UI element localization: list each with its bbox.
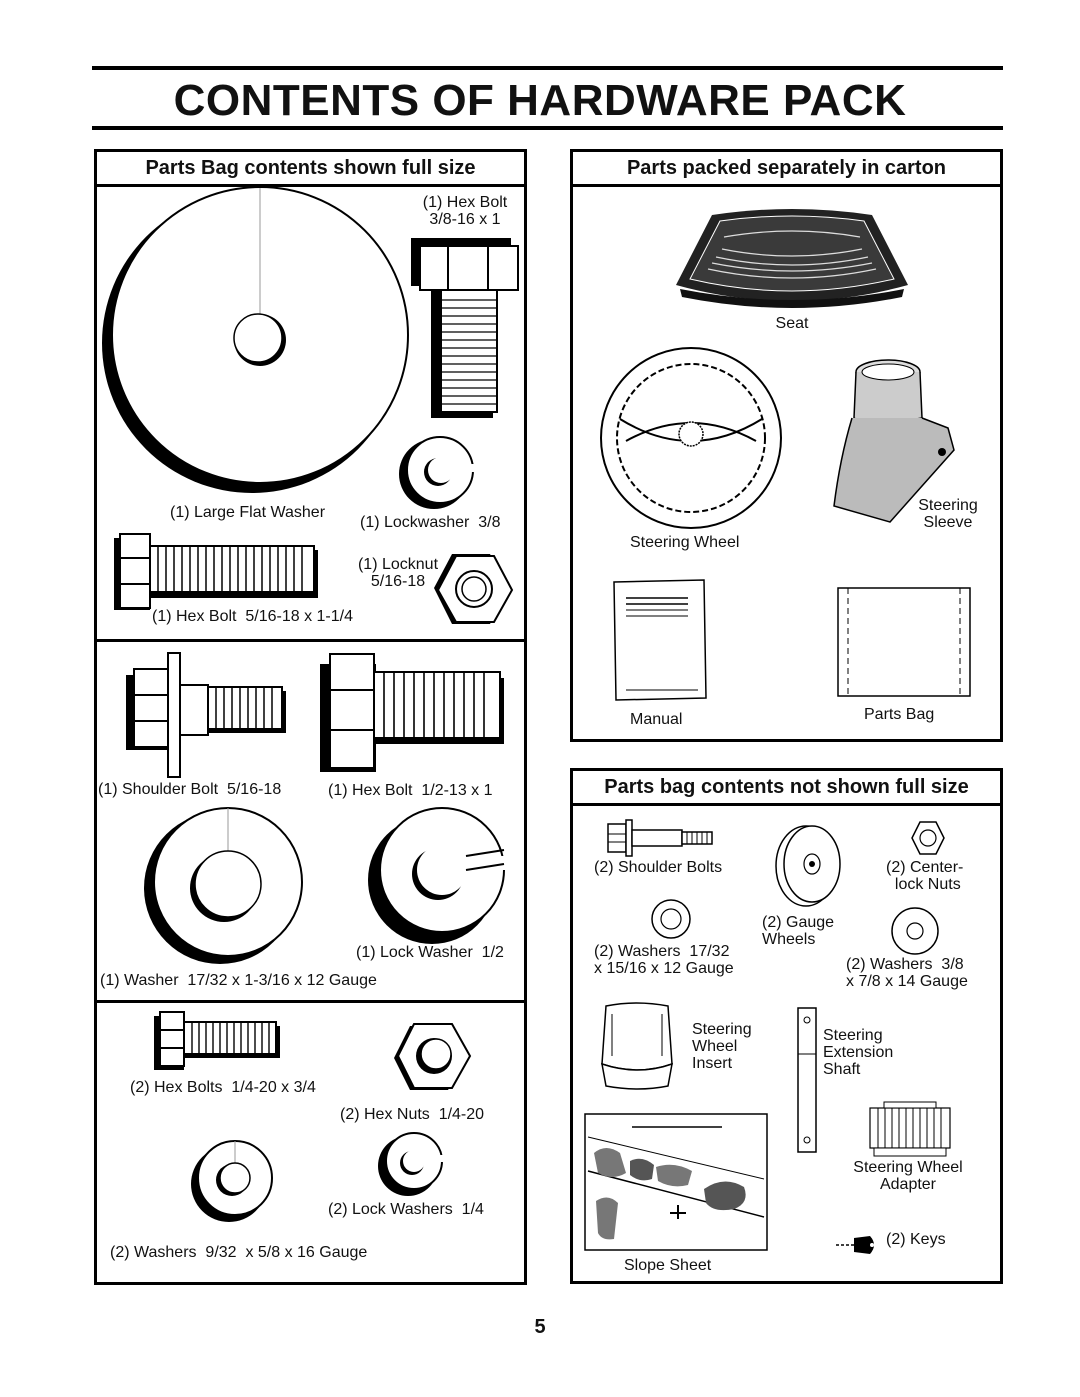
- steering-wheel-drawing: [600, 347, 782, 529]
- parts-bag-drawing: [837, 587, 971, 697]
- panel-heading-not-full-size: Parts bag contents not shown full size: [573, 771, 1000, 806]
- lock-washer-1-2-drawing: [368, 807, 518, 944]
- hex-bolts-1-4-label: (2) Hex Bolts 1/4-20 x 3/4: [130, 1079, 316, 1096]
- washers-17-32-small-drawing: [651, 899, 691, 939]
- hex-bolt-5-16-label: (1) Hex Bolt 5/16-18 x 1-1/4: [152, 608, 353, 625]
- hex-bolts-1-4-drawing: [154, 1011, 280, 1070]
- steering-wheel-adapter-drawing: [869, 1101, 951, 1157]
- hex-bolt-1-2-label: (1) Hex Bolt 1/2-13 x 1: [328, 782, 493, 799]
- title-rule-top: [92, 66, 1003, 70]
- locknut-label: (1) Locknut: [357, 556, 439, 573]
- washers-9-32-drawing: [191, 1140, 273, 1222]
- lock-washers-1-4-drawing: [378, 1132, 448, 1196]
- hex-bolt-5-16-drawing: [114, 533, 318, 610]
- washer-17-32-label: (1) Washer 17/32 x 1-3/16 x 12 Gauge: [100, 972, 377, 989]
- steering-extension-shaft-label: Steering Extension Shaft: [823, 1027, 894, 1078]
- hex-bolt-3-8-label: (1) Hex Bolt: [422, 194, 508, 211]
- manual-label: Manual: [630, 711, 683, 728]
- steering-extension-shaft-drawing: [797, 1007, 817, 1153]
- seat-label: Seat: [775, 315, 809, 332]
- washers-3-8-small-drawing: [891, 907, 939, 955]
- page-title: CONTENTS OF HARDWARE PACK: [173, 76, 907, 125]
- page-number: 5: [534, 1316, 546, 1338]
- lock-washers-1-4-label: (2) Lock Washers 1/4: [328, 1201, 484, 1218]
- lock-washer-1-2-label: (1) Lock Washer 1/2: [356, 944, 504, 961]
- panel-heading-carton: Parts packed separately in carton: [573, 152, 1000, 187]
- hex-bolt-1-2-drawing: [320, 653, 504, 772]
- slope-sheet-drawing: [584, 1113, 768, 1251]
- washer-17-32-drawing: [144, 807, 303, 964]
- steering-sleeve-label: Steering Sleeve: [918, 497, 978, 531]
- hex-bolt-3-8-drawing: [411, 238, 519, 418]
- steering-wheel-adapter-label: Steering Wheel Adapter: [853, 1159, 963, 1193]
- manual-drawing: [613, 579, 707, 701]
- shoulder-bolts-label: (2) Shoulder Bolts: [594, 859, 723, 876]
- shoulder-bolt-label: (1) Shoulder Bolt 5/16-18: [98, 781, 282, 798]
- panel-heading-full-size: Parts Bag contents shown full size: [97, 152, 524, 187]
- lockwasher-3-8-label: (1) Lockwasher 3/8: [360, 514, 501, 531]
- lockwasher-3-8-drawing: [399, 436, 477, 509]
- locknut-size: 5/16-18: [370, 573, 426, 590]
- center-lock-nuts-label: (2) Center- lock Nuts: [886, 859, 964, 893]
- hex-nuts-1-4-drawing: [394, 1023, 472, 1090]
- large-flat-washer-drawing: [102, 186, 409, 493]
- large-flat-washer-label: (1) Large Flat Washer: [170, 504, 326, 521]
- steering-sleeve-drawing: [833, 359, 955, 523]
- steering-wheel-insert-drawing: [601, 1002, 673, 1090]
- keys-label: (2) Keys: [886, 1231, 946, 1248]
- steering-wheel-insert-label: Steering Wheel Insert: [692, 1021, 752, 1072]
- title-rule-bottom: [92, 126, 1003, 130]
- key-icon: [836, 1236, 874, 1254]
- washers-3-8-label: (2) Washers 3/8 x 7/8 x 14 Gauge: [846, 956, 968, 990]
- hex-bolt-3-8-size: 3/8-16 x 1: [429, 211, 501, 228]
- gauge-wheels-label: (2) Gauge Wheels: [762, 914, 835, 948]
- washers-17-32-label: (2) Washers 17/32 x 15/16 x 12 Gauge: [594, 943, 734, 977]
- shoulder-bolt-drawing: [126, 652, 286, 778]
- gauge-wheels-drawing: [775, 825, 841, 907]
- parts-bag-label: Parts Bag: [864, 706, 935, 723]
- shoulder-bolts-small-drawing: [607, 819, 713, 857]
- washers-9-32-label: (2) Washers 9/32 x 5/8 x 16 Gauge: [110, 1244, 368, 1261]
- panel-divider: [97, 639, 524, 642]
- seat-drawing: [676, 209, 908, 308]
- center-lock-nuts-drawing: [911, 821, 945, 855]
- hex-nuts-1-4-label: (2) Hex Nuts 1/4-20: [340, 1106, 485, 1123]
- locknut-drawing: [434, 554, 514, 624]
- steering-wheel-label: Steering Wheel: [630, 534, 740, 551]
- panel-divider: [97, 1000, 524, 1003]
- slope-sheet-label: Slope Sheet: [624, 1257, 712, 1274]
